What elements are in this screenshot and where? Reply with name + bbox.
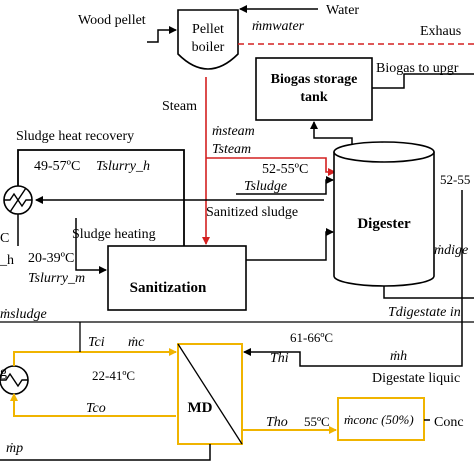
temp-22-41: 22-41ºC: [92, 368, 135, 383]
md-membrane: [177, 343, 243, 445]
biogas-to-upgrading-arrow: [372, 73, 474, 89]
t-ho-label: Tho: [266, 415, 288, 430]
wood-pellet-label: Wood pellet: [78, 13, 146, 28]
concentrate-box: [337, 397, 425, 441]
t-slurry-m-label: Tslurry_m: [28, 271, 85, 286]
sludge-heat-exchanger-slash: [9, 187, 27, 213]
m-conc-label: ṁconc (50%): [344, 412, 414, 427]
digestate-liquid-label: Digestate liquic: [372, 371, 460, 386]
t-hi-label: Thi: [270, 351, 289, 366]
steam-line-right: [206, 157, 336, 176]
temp-52-55-a: 52-55ºC: [262, 162, 308, 177]
m-p-label: ṁp: [6, 441, 23, 456]
wood-pellet-arrow: [147, 26, 177, 43]
t-steam-label: Tsteam: [212, 142, 251, 157]
digester-label: Digester: [357, 216, 411, 232]
c-fragment: C: [0, 231, 9, 246]
water-label: Water: [326, 3, 359, 18]
steam-label: Steam: [162, 99, 197, 114]
pellet-boiler-label-1: Pellet: [192, 22, 224, 37]
digester-top: [333, 141, 435, 163]
biogas-to-upgrading-label: Biogas to upgr: [376, 61, 459, 76]
sludge-to-digester-arrow: [236, 176, 334, 195]
sludge-heat-recovery-label: Sludge heat recovery: [16, 129, 134, 144]
temp-55: 55ºC: [304, 414, 330, 429]
digester-shape: [333, 152, 435, 287]
sanitization-label: Sanitization: [130, 280, 207, 296]
biogas-storage-label-1: Biogas storage: [271, 72, 358, 87]
pellet-boiler-shape: [177, 9, 239, 70]
t-ci-label: Tci: [88, 335, 105, 350]
t-sludge-label: Tsludge: [244, 179, 287, 194]
sanitization-to-digester-line: [246, 228, 334, 261]
m-digestate-label: ṁdige: [434, 243, 468, 258]
exhaust-label: Exhaus: [420, 24, 461, 39]
temp-49-57: 49-57ºC: [34, 159, 80, 174]
pellet-boiler-label-2: boiler: [192, 40, 225, 55]
m-c-label: ṁc: [128, 335, 145, 350]
temp-61-66: 61-66ºC: [290, 330, 333, 345]
g-fragment: g: [0, 365, 7, 380]
md-heat-exchanger-coil: [0, 372, 28, 388]
sanitized-sludge-label: Sanitized sludge: [206, 205, 298, 220]
m-mwater-label: ṁmwater: [252, 19, 305, 34]
md-loop-bottom: [10, 393, 176, 417]
sludge-heating-label: Sludge heating: [72, 227, 156, 242]
temp-52-55-b: 52-55: [440, 172, 470, 187]
biogas-storage-label-2: tank: [300, 90, 327, 105]
m-h-label: ṁh: [390, 349, 407, 364]
md-loop-top: [13, 348, 177, 366]
t-slurry-h-label: Tslurry_h: [96, 159, 150, 174]
t-digestate-in-label: Tdigestate in: [388, 305, 461, 320]
permeate-line: [0, 444, 211, 461]
slurry-to-sanitization-arrow: [75, 218, 107, 274]
digestate-to-md-arrow: [243, 310, 463, 367]
t-co-label: Tco: [86, 401, 106, 416]
md-label: MD: [188, 400, 213, 416]
m-sludge-label: ṁsludge: [0, 307, 47, 322]
concentrate-label: Conc: [434, 415, 464, 430]
biogas-storage-tank-box: [255, 57, 373, 121]
temp-20-39: 20-39ºC: [28, 251, 74, 266]
m-steam-label: ṁsteam: [212, 124, 255, 139]
sanitization-box: [107, 245, 247, 311]
digestate-out-line: [383, 286, 474, 299]
h-fragment: _h: [0, 253, 14, 268]
recovery-top-line: [17, 149, 188, 259]
